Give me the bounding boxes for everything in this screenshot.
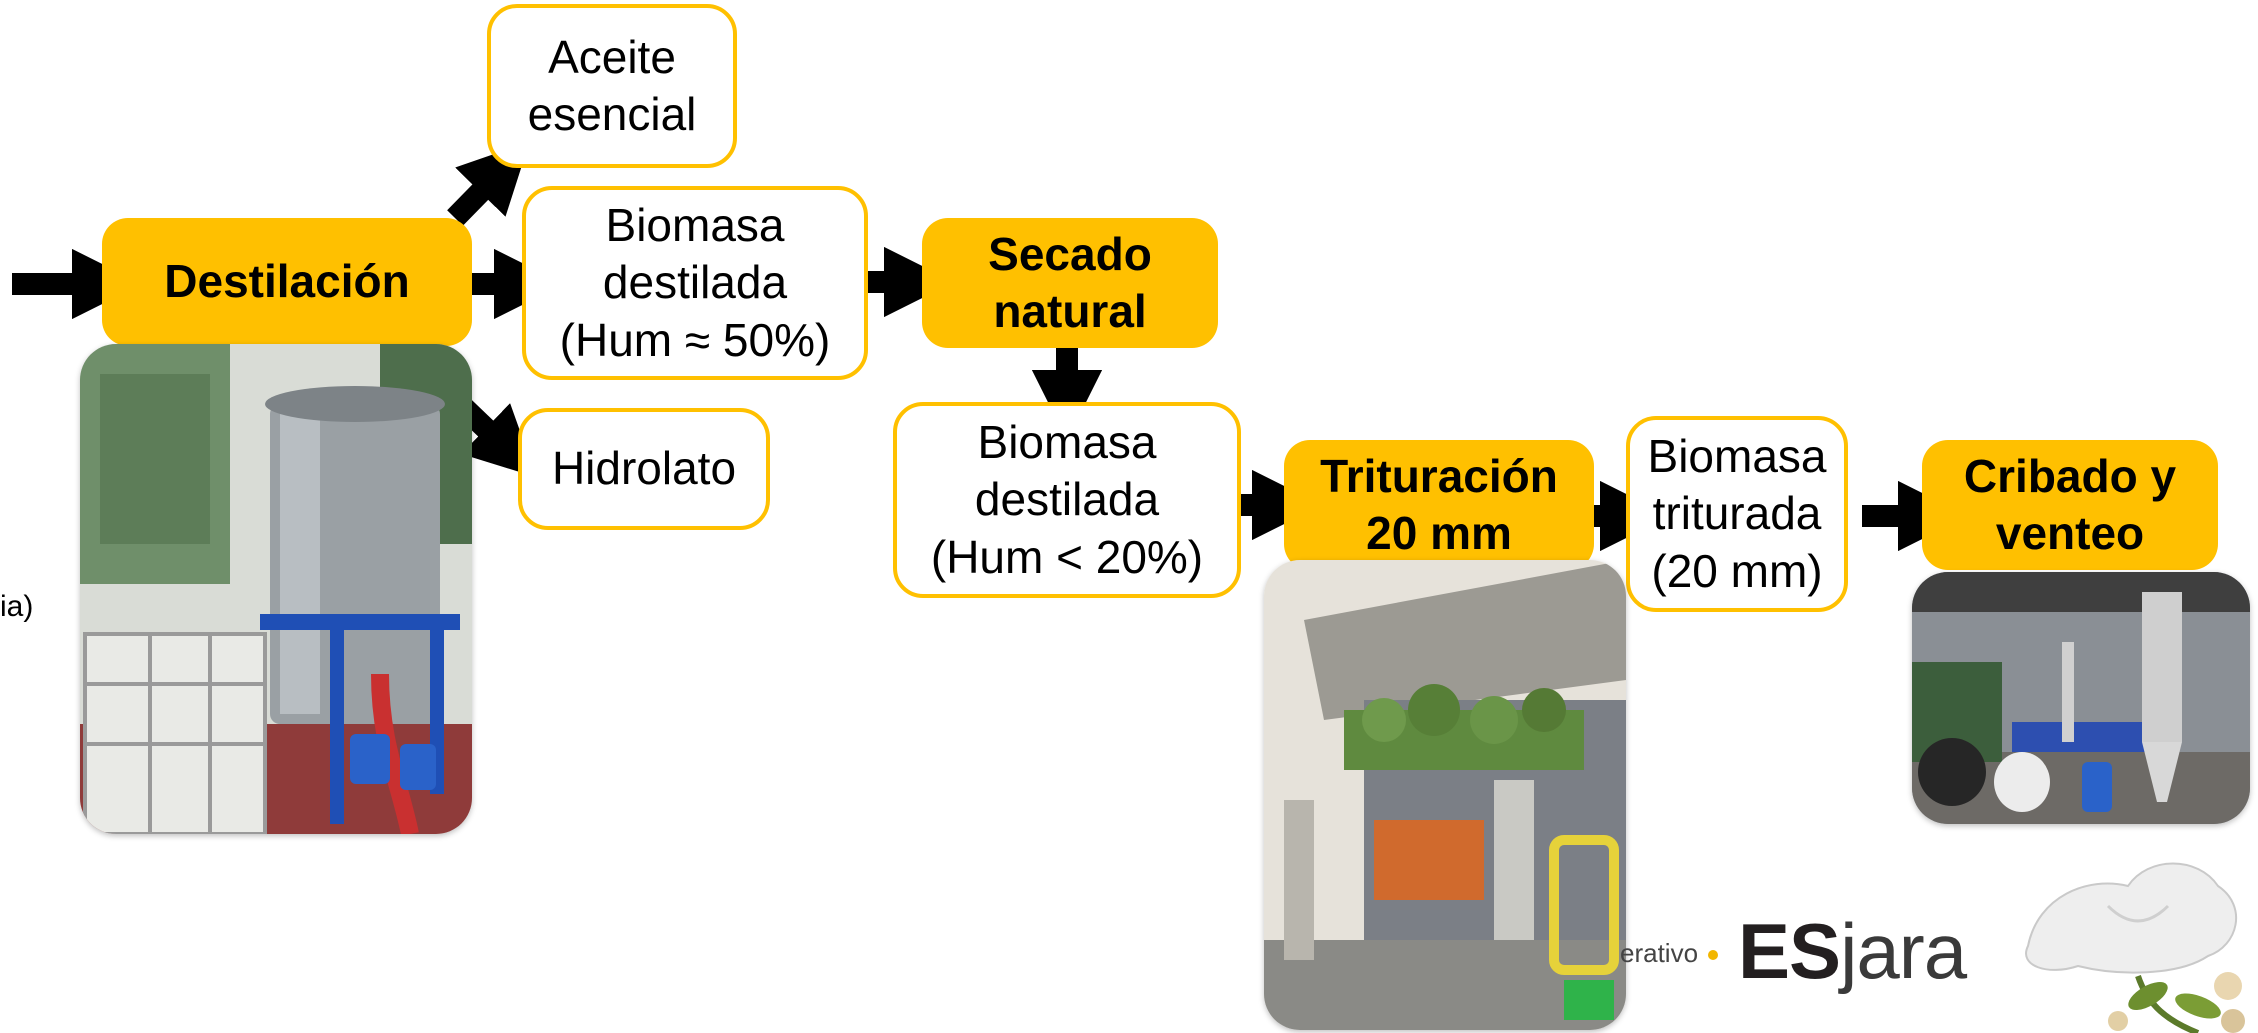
product-hidrolato: Hidrolato — [518, 408, 770, 530]
product-triturada-line2: triturada — [1652, 487, 1822, 540]
logo-prefix-text: erativo — [1620, 938, 1699, 968]
product-triturada-line3: (20 mm) — [1651, 544, 1823, 597]
process-trituracion-line2: 20 mm — [1366, 507, 1512, 559]
process-cribado-line2: venteo — [1995, 507, 2145, 559]
logo-bold-part: ES — [1738, 907, 1841, 995]
product-triturada-line1: Biomasa — [1647, 429, 1827, 482]
arrow-destilacion-to-aceite — [447, 141, 530, 226]
edge-cutoff-text: ia) — [0, 590, 34, 623]
product-aceite-line2: esencial — [527, 88, 697, 140]
product-biomasa50-line3: (Hum ≈ 50%) — [559, 313, 831, 366]
product-biomasa20-line2: destilada — [974, 473, 1160, 526]
process-secado-natural: Secado natural — [922, 218, 1218, 348]
product-hidrolato-label: Hidrolato — [551, 442, 737, 495]
logo-light-part: jara — [1840, 907, 1967, 995]
process-destilacion-label: Destilación — [164, 255, 410, 308]
photo-cribado-equipment — [1912, 572, 2250, 824]
photo-destilacion-equipment — [80, 344, 472, 834]
product-biomasa20-line1: Biomasa — [977, 415, 1157, 468]
process-trituracion-line1: Trituración — [1320, 449, 1558, 502]
product-biomasa-destilada-20: Biomasa destilada (Hum < 20%) — [893, 402, 1241, 598]
product-aceite-esencial: Aceite esencial — [487, 4, 737, 168]
process-cribado-line1: Cribado y — [1963, 449, 2177, 502]
process-secado-line2: natural — [993, 285, 1147, 337]
product-biomasa-triturada: Biomasa triturada (20 mm) — [1626, 416, 1848, 612]
product-biomasa50-line1: Biomasa — [605, 198, 785, 251]
photo-trituracion-machine — [1264, 560, 1626, 1030]
logo-dot-icon — [1708, 950, 1718, 960]
process-trituracion: Trituración 20 mm — [1284, 440, 1594, 570]
product-biomasa-destilada-50: Biomasa destilada (Hum ≈ 50%) — [522, 186, 868, 380]
process-secado-line1: Secado — [988, 227, 1152, 280]
product-aceite-line1: Aceite — [548, 30, 676, 83]
process-cribado-venteo: Cribado y venteo — [1922, 440, 2218, 570]
product-biomasa50-line2: destilada — [602, 256, 788, 309]
process-destilacion: Destilación — [102, 218, 472, 346]
logo-esjara: ESjara — [1738, 906, 1967, 997]
product-biomasa20-line3: (Hum < 20%) — [930, 530, 1204, 583]
flower-illustration-icon — [2025, 862, 2245, 1033]
